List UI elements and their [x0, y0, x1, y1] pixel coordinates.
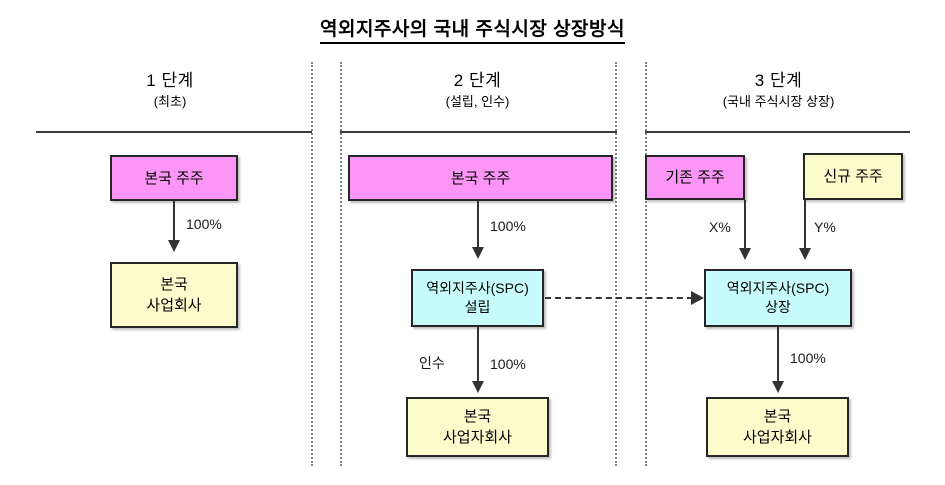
stage3-spc-label-line1: 역외지주사(SPC) [726, 280, 830, 296]
stage2-company-label-line2: 사업자회사 [442, 429, 512, 446]
stage1-company-box[interactable]: 본국 사업회사 [110, 262, 238, 328]
stage3-edge-new-percent: Y% [814, 219, 836, 235]
stage-3-label: 3 단계 [754, 71, 803, 90]
stage-2-sublabel: (설립, 인수) [445, 94, 510, 109]
stage3-new-shareholder-label: 신규 주주 [823, 168, 883, 185]
stage-3-rule [645, 131, 910, 133]
spc-transition-dashed-line [545, 297, 693, 299]
stage2-company-box[interactable]: 본국 사업자회사 [406, 397, 549, 457]
stage3-existing-arrow-line [744, 200, 746, 250]
stage3-spc-label-line2: 상장 [765, 299, 791, 315]
page-title-text: 역외지주사의 국내 주식시장 상장방식 [319, 19, 626, 44]
stage1-arrow-head-icon [168, 240, 180, 252]
page-title: 역외지주사의 국내 주식시장 상장방식 [0, 14, 945, 44]
stage-2-rule [340, 131, 617, 133]
stage1-edge-percent: 100% [186, 216, 222, 232]
stage3-existing-shareholder-box[interactable]: 기존 주주 [645, 155, 745, 200]
stage2-edge-bottom-percent: 100% [490, 356, 526, 372]
stage3-edge-bottom-percent: 100% [790, 350, 826, 366]
stage3-company-label-line2: 사업자회사 [742, 429, 812, 446]
stage3-existing-shareholder-label: 기존 주주 [665, 169, 725, 186]
stage1-arrow-line [173, 201, 175, 242]
stage3-spc-box[interactable]: 역외지주사(SPC) 상장 [704, 269, 852, 327]
stage2-edge-top-percent: 100% [490, 218, 526, 234]
stage3-new-arrow-head-icon [799, 248, 811, 260]
stage2-shareholder-label: 본국 주주 [450, 169, 511, 187]
stage3-arrow-bottom-head-icon [772, 381, 784, 393]
stage-header-2: 2 단계 (설립, 인수) [340, 70, 615, 111]
stage2-arrow-bottom-line [477, 327, 479, 383]
stage-header-3: 3 단계 (국내 주식시장 상장) [646, 70, 911, 111]
stage2-arrow-bottom-head-icon [472, 381, 484, 393]
stage2-edge-bottom-action: 인수 [419, 355, 445, 371]
stage-1-rule [36, 131, 312, 133]
stage1-company-label-line1: 본국 [160, 276, 188, 293]
divider-2b [645, 62, 647, 466]
stage1-company-label-line2: 사업회사 [146, 297, 202, 314]
stage3-existing-arrow-head-icon [739, 248, 751, 260]
divider-1a [311, 62, 313, 466]
stage3-edge-existing-percent: X% [709, 219, 731, 235]
stage-1-sublabel: (최초) [153, 94, 187, 109]
stage3-new-arrow-line [804, 200, 806, 250]
stage2-spc-box[interactable]: 역외지주사(SPC) 설립 [411, 269, 544, 327]
stage1-shareholder-box[interactable]: 본국 주주 [110, 155, 238, 201]
stage2-shareholder-box[interactable]: 본국 주주 [348, 155, 613, 201]
stage-3-sublabel: (국내 주식시장 상장) [722, 94, 835, 109]
stage2-company-label-line1: 본국 [463, 408, 492, 425]
stage3-company-box[interactable]: 본국 사업자회사 [706, 397, 849, 457]
stage-header-1: 1 단계 (최초) [35, 70, 305, 111]
stage-1-label: 1 단계 [146, 71, 194, 90]
stage3-company-label-line1: 본국 [763, 408, 792, 425]
stage3-arrow-bottom-line [777, 327, 779, 383]
divider-2a [615, 62, 617, 466]
stage1-shareholder-label: 본국 주주 [144, 169, 204, 187]
stage3-new-shareholder-box[interactable]: 신규 주주 [803, 153, 903, 200]
stage2-spc-label-line1: 역외지주사(SPC) [426, 280, 529, 296]
stage2-arrow-top-line [477, 201, 479, 249]
stage-2-label: 2 단계 [453, 71, 502, 90]
stage2-spc-label-line2: 설립 [464, 299, 491, 315]
stage2-arrow-top-head-icon [472, 247, 484, 259]
spc-transition-arrow-head-icon [691, 291, 704, 305]
divider-1b [340, 62, 342, 466]
